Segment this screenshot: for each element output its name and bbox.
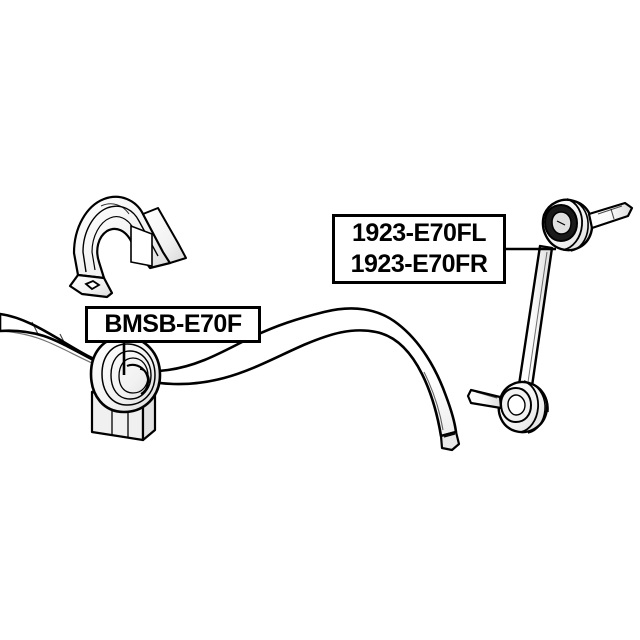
link-rod: [515, 244, 554, 402]
stabilizer-bar-bushing: [89, 335, 162, 442]
bracket-bolt-hole: [84, 279, 101, 291]
bar-end-tip-line: [443, 433, 456, 438]
bracket-inner-contour-2: [91, 216, 152, 271]
bushing-ring-2: [110, 350, 152, 400]
upper-joint-rib-2: [570, 200, 589, 252]
upper-joint-cap-slot: [556, 220, 566, 226]
bracket-dome-highlight: [100, 203, 130, 215]
link-upper-ball-joint: [541, 198, 634, 252]
link-rod-highlight: [525, 251, 548, 397]
upper-joint-stud-thread-1: [597, 205, 623, 215]
callout-bushing-line-1: BMSB-E70F: [104, 310, 242, 338]
bar-leg-shade: [423, 371, 444, 431]
callout-link-line-2: 1923-E70FR: [350, 250, 488, 278]
bracket-flange: [142, 207, 187, 264]
callout-stabilizer-link[interactable]: 1923-E70FL 1923-E70FR: [332, 214, 506, 284]
bracket-foot-edge: [69, 285, 108, 298]
bushing-bore-inner: [139, 368, 150, 384]
bracket-inner-contour-1: [82, 205, 159, 273]
bar-end-tip: [439, 430, 461, 452]
stabilizer-link: [466, 198, 634, 434]
bracket-window: [130, 224, 153, 267]
upper-joint-rib-1: [562, 198, 583, 251]
lower-joint-rib-3: [536, 386, 549, 413]
link-lower-ball-joint: [466, 380, 549, 434]
callout-link-line-1: 1923-E70FL: [352, 219, 486, 247]
upper-joint-stud: [587, 201, 634, 230]
leader-lines: [122, 247, 556, 375]
upper-joint-stud-thread-2: [610, 208, 615, 220]
lower-joint-cap-inner: [507, 394, 526, 416]
bar-section-mark-1: [31, 321, 39, 335]
lower-joint-stud: [466, 388, 503, 410]
bar-section-mark-2: [59, 333, 67, 347]
bushing-ring-1: [101, 343, 156, 406]
lower-joint-stud-thread: [475, 391, 498, 399]
callout-stabilizer-bushing[interactable]: BMSB-E70F: [85, 306, 261, 343]
lower-joint-rib-1: [520, 380, 539, 433]
stabilizer-bar-bracket: [68, 195, 187, 299]
